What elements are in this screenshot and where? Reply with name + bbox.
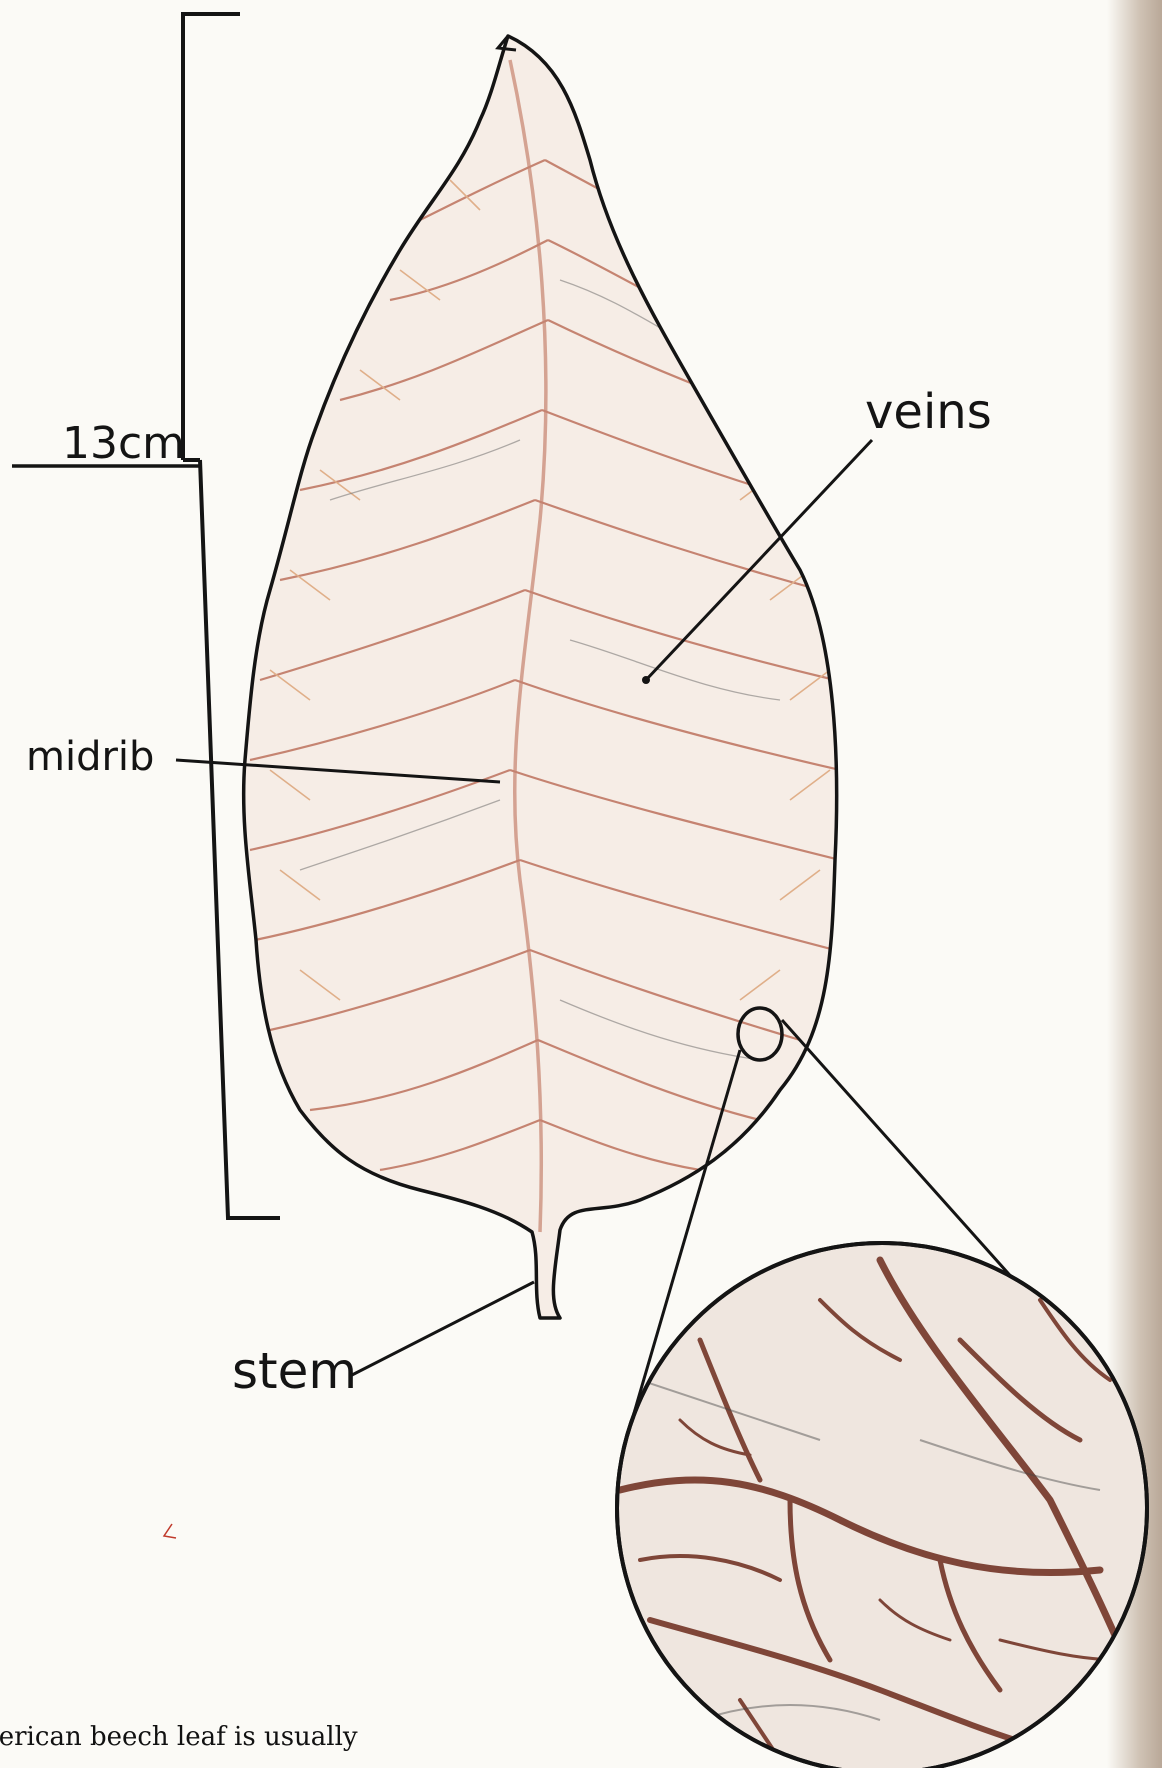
stem-leader-line bbox=[350, 1282, 534, 1376]
veins-label: veins bbox=[865, 384, 992, 440]
length-label: 13cm bbox=[62, 418, 185, 469]
stem-label: stem bbox=[232, 1342, 357, 1400]
veins-pointer-dot bbox=[642, 676, 650, 684]
stray-pencil-mark bbox=[164, 1524, 176, 1538]
leaf-blade bbox=[244, 36, 840, 1318]
caption-text: nerican beech leaf is usually bbox=[0, 1722, 358, 1752]
midrib-label: midrib bbox=[26, 734, 154, 780]
